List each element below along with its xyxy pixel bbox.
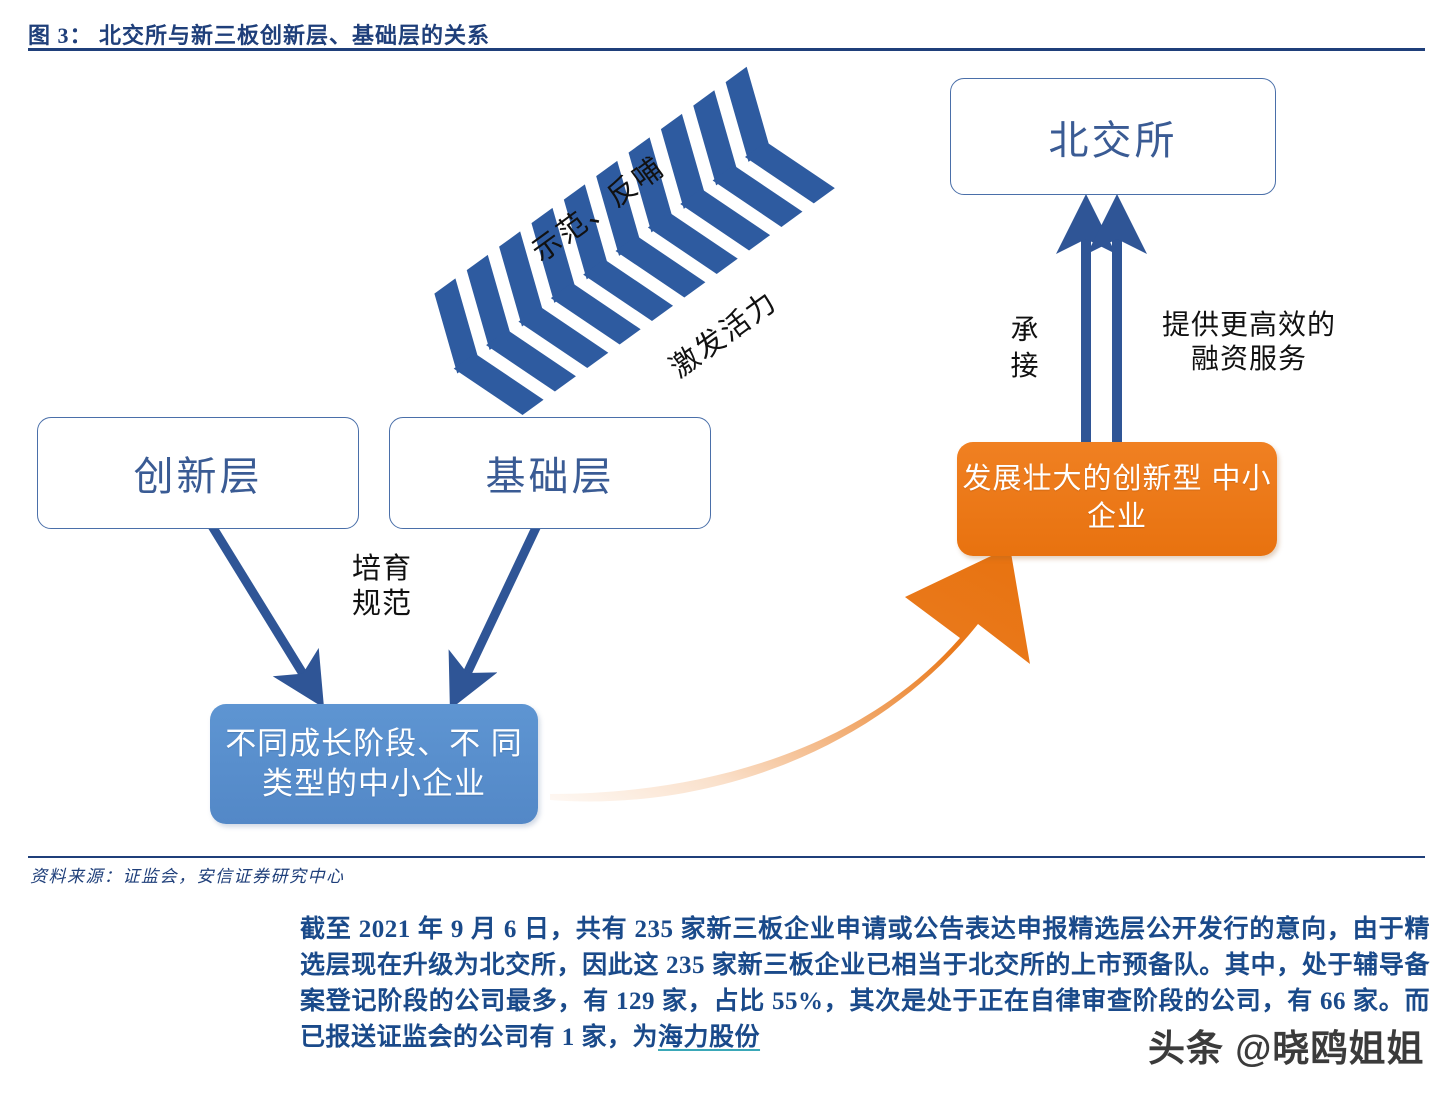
orange-growth-arrow bbox=[550, 547, 1030, 802]
page-title: 图 3： 北交所与新三板创新层、基础层的关系 bbox=[28, 23, 491, 48]
node-sme-grown-innovative[interactable]: 发展壮大的创新型 中小企业 bbox=[957, 442, 1277, 556]
label-cultivate-regulate: 培育 规范 bbox=[351, 553, 412, 621]
paragraph-text: 截至 2021 年 9 月 6 日，共有 235 家新三板企业申请或公告表达申报… bbox=[300, 916, 1430, 1051]
node-innovation-layer[interactable]: 创新层 bbox=[37, 417, 359, 529]
title-divider bbox=[28, 48, 1425, 51]
label-efficient-financing-service: 提供更高效的 融资服务 bbox=[1161, 309, 1336, 375]
source-note: 资料来源：证监会，安信证券研究中心 bbox=[30, 867, 345, 886]
node-base-layer[interactable]: 基础层 bbox=[389, 417, 711, 529]
company-link[interactable]: 海力股份 bbox=[658, 1024, 761, 1051]
label-accept: 承 接 bbox=[1010, 314, 1040, 382]
node-beijing-stock-exchange[interactable]: 北交所 bbox=[950, 78, 1276, 195]
diagram-canvas: 示范、反哺 激发活力 北交所 创新层 基础层 不同成长阶段、不 同类型的中小企业… bbox=[0, 52, 1451, 852]
node-sme-mixed-stages[interactable]: 不同成长阶段、不 同类型的中小企业 bbox=[210, 704, 538, 824]
source-divider bbox=[28, 856, 1425, 858]
watermark: 头条 @晓鸥姐姐 bbox=[1148, 1028, 1425, 1069]
body-paragraph: 截至 2021 年 9 月 6 日，共有 235 家新三板企业申请或公告表达申报… bbox=[300, 912, 1430, 1056]
